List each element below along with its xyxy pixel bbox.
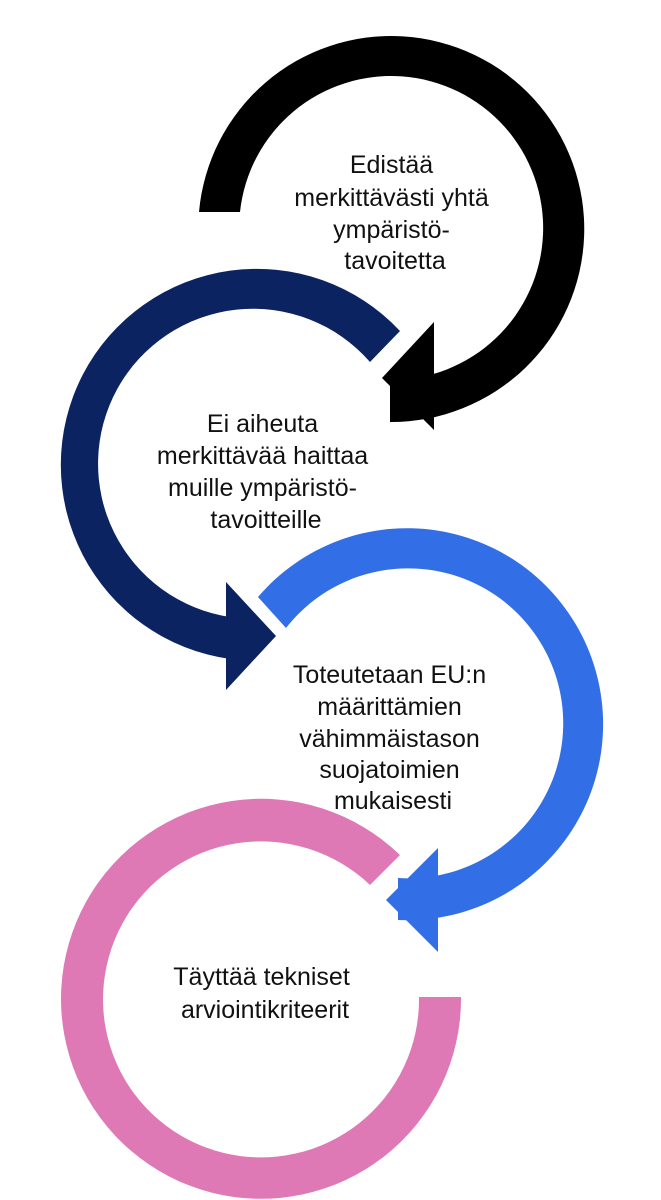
step-3-group: Toteutetaan EU:n määrittämien vähimmäist… (258, 528, 604, 952)
step-3-line-3: vähimmäistason (299, 725, 480, 753)
step-2-group: Ei aiheuta merkittävää haittaa muille ym… (60, 268, 401, 690)
step-1-label: Edistää merkittävästi yhtä ympäristö- ta… (294, 151, 495, 275)
step-2-line-3: muille ympäristö- (168, 474, 357, 502)
step-2-line-4: tavoitteille (210, 506, 321, 534)
step-4-label: Täyttää tekniset arviointikriteerit (173, 963, 356, 1024)
step-3-line-4: suojatoimien (319, 756, 459, 784)
step-4-line-2: arviointikriteerit (181, 996, 349, 1024)
step-3-arrow (258, 528, 604, 921)
step-3-line-1: Toteutetaan EU:n (293, 661, 486, 689)
step-3-line-2: määrittämien (317, 693, 462, 721)
step-2-arrow (60, 268, 401, 659)
step-1-arrowhead (382, 322, 434, 430)
step-1-line-4: tavoitetta (344, 247, 446, 275)
step-2-line-2: merkittävää haittaa (157, 442, 368, 470)
step-4-group: Täyttää tekniset arviointikriteerit (61, 798, 462, 1199)
step-3-arrowhead (386, 848, 438, 952)
step-3-line-5: mukaisesti (334, 787, 452, 815)
step-2-label: Ei aiheuta merkittävää haittaa muille ym… (157, 410, 375, 534)
step-1-line-2: merkittävästi yhtä (294, 184, 489, 212)
step-2-arrowhead (226, 582, 276, 690)
step-1-group: Edistää merkittävästi yhtä ympäristö- ta… (199, 36, 585, 430)
step-1-line-1: Edistää (350, 151, 433, 179)
step-4-line-1: Täyttää tekniset (173, 963, 350, 991)
step-3-label: Toteutetaan EU:n määrittämien vähimmäist… (293, 661, 493, 815)
step-1-line-3: ympäristö- (333, 216, 450, 244)
step-2-line-1: Ei aiheuta (207, 410, 318, 438)
